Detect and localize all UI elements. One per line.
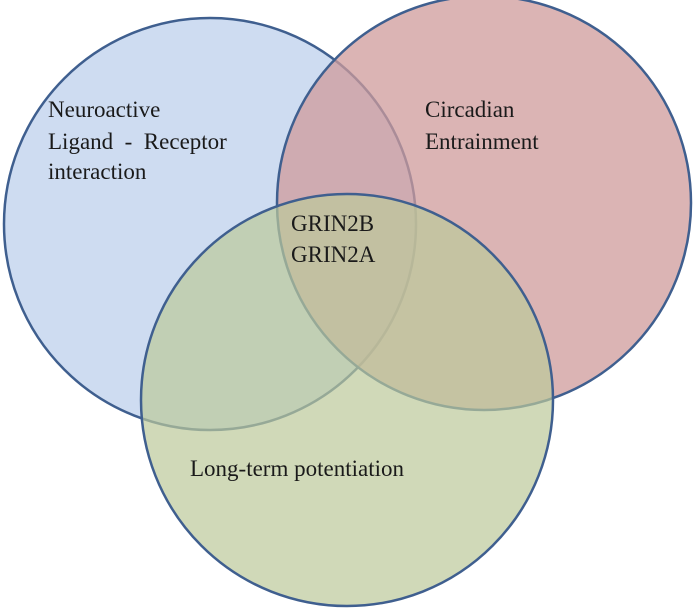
label-circadian-line-1: Circadian [425, 97, 515, 122]
label-intersection-line-2: GRIN2A [291, 242, 376, 267]
label-circadian-line-2: Entrainment [425, 129, 539, 154]
label-ltp: Long-term potentiation [190, 456, 404, 481]
label-neuroactive-line-1: Neuroactive [48, 97, 160, 122]
label-intersection: GRIN2B GRIN2A [291, 211, 380, 267]
label-circadian: Circadian Entrainment [425, 97, 539, 154]
label-ltp-line-1: Long-term potentiation [190, 456, 404, 481]
label-intersection-line-1: GRIN2B [291, 211, 374, 236]
label-neuroactive: Neuroactive Ligand - Receptor interactio… [48, 97, 233, 184]
label-neuroactive-line-3: interaction [48, 159, 147, 184]
circle-ltp [139, 192, 555, 608]
label-neuroactive-line-2: Ligand - Receptor [48, 129, 227, 154]
